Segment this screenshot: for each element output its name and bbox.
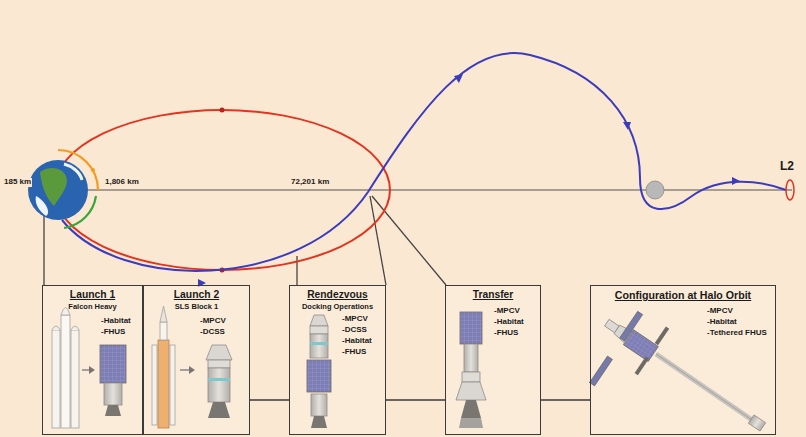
payload-item: -Habitat bbox=[494, 317, 524, 326]
point-label: L2 bbox=[779, 160, 795, 173]
payload-item: -MPCV bbox=[342, 314, 368, 323]
distance-label: 72,201 km bbox=[290, 178, 330, 187]
sequence-connector bbox=[386, 400, 445, 401]
stage-heading: Transfer bbox=[446, 289, 540, 301]
stage-panel: Transfer -MPCV -Habitat -FHUS bbox=[445, 285, 541, 435]
payload-item: -Tethered FHUS bbox=[707, 328, 767, 337]
payload-item: -Habitat bbox=[707, 317, 737, 326]
stage-panel: RendezvousDocking Operations -MPCV -DCSS -H… bbox=[289, 285, 386, 435]
stage-heading: Launch 1 bbox=[43, 289, 142, 301]
payload-item: -MPCV bbox=[200, 316, 226, 325]
payload-item: -Habitat bbox=[101, 316, 131, 325]
stage-heading: Rendezvous bbox=[290, 289, 385, 301]
payload-item: -FHUS bbox=[342, 347, 366, 356]
payload-item: -DCSS bbox=[342, 325, 367, 334]
payload-item: -FHUS bbox=[101, 327, 125, 336]
stage-heading: Launch 2 bbox=[144, 289, 249, 301]
sequence-connector bbox=[250, 400, 289, 401]
stage-panel: Launch 2 SLS Block 1 -MPCV -DCSS bbox=[143, 285, 250, 435]
payload-item: -DCSS bbox=[200, 327, 225, 336]
vehicle-name: Falcon Heavy bbox=[43, 303, 142, 312]
stage-heading: Configuration at Halo Orbit bbox=[591, 289, 775, 301]
sequence-connector bbox=[541, 400, 590, 401]
distance-label: 185 km bbox=[3, 178, 32, 187]
stage-panel: Launch 1 Falcon Heavy -Habitat -FHUS bbox=[42, 285, 143, 435]
payload-item: -Habitat bbox=[342, 336, 372, 345]
payload-item: -MPCV bbox=[707, 306, 733, 315]
payload-item: -FHUS bbox=[494, 328, 518, 337]
distance-label: 1,806 km bbox=[104, 178, 140, 187]
payload-item: -MPCV bbox=[494, 306, 520, 315]
vehicle-name: Docking Operations bbox=[290, 303, 385, 312]
vehicle-name: SLS Block 1 bbox=[144, 303, 249, 312]
stage-panel: Configuration at Halo Orbit -MPCV -Habitat… bbox=[590, 285, 776, 435]
